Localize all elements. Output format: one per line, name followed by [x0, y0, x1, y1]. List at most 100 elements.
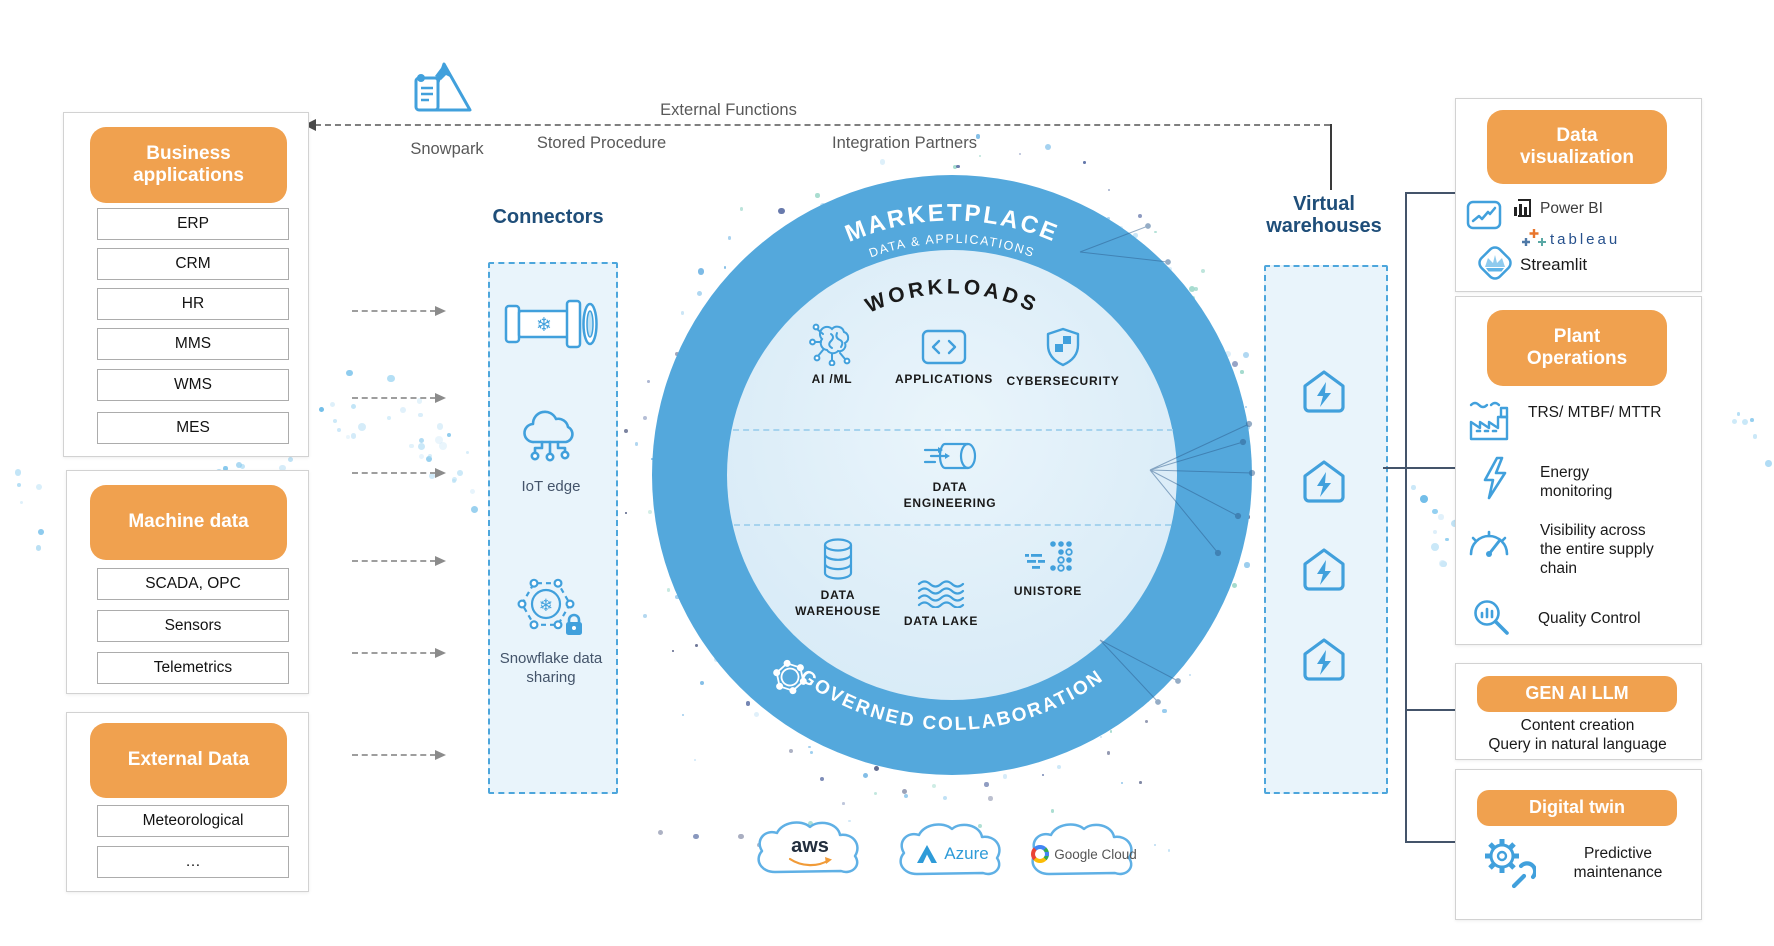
source-item-sensors: Sensors — [97, 610, 289, 642]
gauge-icon — [1466, 525, 1512, 559]
kpi-label: TRS/ MTBF/ MTTR — [1528, 404, 1662, 421]
workload-unistore: UNISTORE — [982, 538, 1114, 600]
content-creation-label: Content creation — [1520, 717, 1635, 734]
factory-icon — [1466, 398, 1514, 442]
google-g-icon — [1031, 845, 1050, 863]
bracket-stub — [1405, 841, 1455, 843]
bracket-stub — [1405, 709, 1455, 711]
virtual-warehouses-heading: Virtual warehouses — [1266, 193, 1382, 237]
quality-magnifier-icon — [1470, 596, 1512, 638]
aws-smile-icon — [788, 857, 832, 867]
feed-arrow — [352, 393, 446, 403]
workload-label: AI /ML — [811, 372, 853, 386]
feed-arrow — [352, 468, 446, 478]
pill-label: Data visualization — [1519, 124, 1635, 168]
source-item-hr: HR — [97, 288, 289, 320]
pill-label: Plant Operations — [1526, 325, 1628, 369]
bracket-stub — [1405, 192, 1455, 194]
pipe-connector-icon: ❄ — [503, 296, 599, 352]
integration-partners-label: Integration Partners — [832, 134, 977, 152]
shield-icon — [1043, 326, 1083, 368]
source-item-wms: WMS — [97, 369, 289, 401]
source-item-more: … — [97, 846, 289, 878]
aws-logo-text: aws — [791, 835, 829, 857]
stored-procedure-label: Stored Procedure — [536, 134, 667, 152]
warehouse-bolt-icon — [1300, 636, 1348, 684]
tableau-label: tableau — [1550, 231, 1621, 248]
bracket-line — [1405, 192, 1407, 843]
feed-arrow — [352, 556, 446, 566]
plant-operations-pill: Plant Operations — [1487, 310, 1667, 386]
iot-edge-icon — [519, 408, 581, 468]
iot-edge-label: IoT edge — [521, 478, 581, 495]
workload-data-warehouse: DATA WAREHOUSE — [772, 536, 904, 619]
external-data-pill: External Data — [90, 723, 287, 798]
source-item-erp: ERP — [97, 208, 289, 240]
warehouse-bolt-icon — [1300, 458, 1348, 506]
workload-label: CYBERSECURITY — [1006, 374, 1120, 388]
workload-label: DATA WAREHOUSE — [795, 588, 881, 618]
data-sharing-icon: ❄ — [512, 572, 588, 642]
workload-data-engineering: DATA ENGINEERING — [884, 438, 1016, 511]
unistore-grid-icon — [1023, 538, 1073, 578]
waves-icon — [917, 580, 965, 609]
quality-label: Quality Control — [1538, 610, 1641, 627]
lock-icon — [566, 613, 582, 635]
source-item-crm: CRM — [97, 248, 289, 280]
warehouse-bolt-icon — [1300, 368, 1348, 416]
feed-arrow — [352, 306, 446, 316]
source-item-mms: MMS — [97, 328, 289, 360]
svg-text:❄: ❄ — [536, 315, 552, 336]
business-applications-pill: Business applications — [90, 127, 287, 203]
trend-chart-icon — [1466, 200, 1502, 230]
workload-label: APPLICATIONS — [894, 372, 994, 386]
source-item-telemetrics: Telemetrics — [97, 652, 289, 684]
tableau-icon — [1521, 227, 1547, 251]
connectors-heading: Connectors — [492, 206, 604, 228]
arrow-vertical-stub — [1330, 124, 1332, 190]
code-window-icon — [920, 328, 968, 366]
streamlit-icon — [1472, 240, 1518, 286]
google-cloud-text: Google Cloud — [1054, 846, 1137, 862]
workload-label: UNISTORE — [1013, 584, 1083, 598]
ai-ml-brain-icon — [809, 320, 855, 367]
warehouse-bolt-icon — [1300, 546, 1348, 594]
google-cloud: Google Cloud — [1022, 818, 1146, 886]
power-bi-label: Power BI — [1540, 200, 1603, 217]
pipeline-icon — [921, 438, 979, 474]
workload-ai-ml: AI /ML — [766, 320, 898, 388]
svg-text:❄: ❄ — [539, 596, 553, 615]
connectors-box — [488, 262, 618, 794]
snowpark-icon — [408, 56, 478, 118]
bracket-stub — [1383, 467, 1455, 469]
gen-ai-llm-pill: GEN AI LLM — [1477, 676, 1677, 712]
workload-label: DATA LAKE — [903, 614, 979, 628]
workload-applications: APPLICATIONS — [878, 328, 1010, 388]
source-item-scada: SCADA, OPC — [97, 568, 289, 600]
data-sharing-label: Snowflake data sharing — [499, 650, 603, 686]
query-natural-language-label: Query in natural language — [1488, 736, 1667, 753]
source-item-mes: MES — [97, 412, 289, 444]
gear-wrench-icon — [1478, 832, 1538, 890]
snowpark-label: Snowpark — [410, 140, 484, 158]
feed-arrow — [352, 750, 446, 760]
virtual-warehouses-box — [1264, 265, 1388, 794]
aws-cloud: aws — [748, 816, 872, 884]
predictive-maintenance-label: Predictive maintenance — [1573, 845, 1663, 881]
energy-bolt-icon — [1480, 456, 1508, 500]
visibility-label: Visibility across the entire supply chai… — [1540, 522, 1654, 577]
pill-label: Business applications — [133, 142, 244, 186]
data-visualization-pill: Data visualization — [1487, 110, 1667, 184]
workload-divider-top — [733, 429, 1173, 431]
external-functions-label: External Functions — [660, 101, 797, 119]
workload-divider-bottom — [734, 524, 1171, 526]
azure-logo-icon — [917, 845, 938, 863]
source-item-meteorological: Meteorological — [97, 805, 289, 837]
database-icon — [819, 536, 857, 582]
machine-data-pill: Machine data — [90, 485, 287, 560]
streamlit-label: Streamlit — [1520, 255, 1588, 274]
azure-cloud: Azure — [890, 818, 1014, 886]
workload-label: DATA ENGINEERING — [903, 480, 997, 510]
workload-data-lake: DATA LAKE — [875, 580, 1007, 630]
